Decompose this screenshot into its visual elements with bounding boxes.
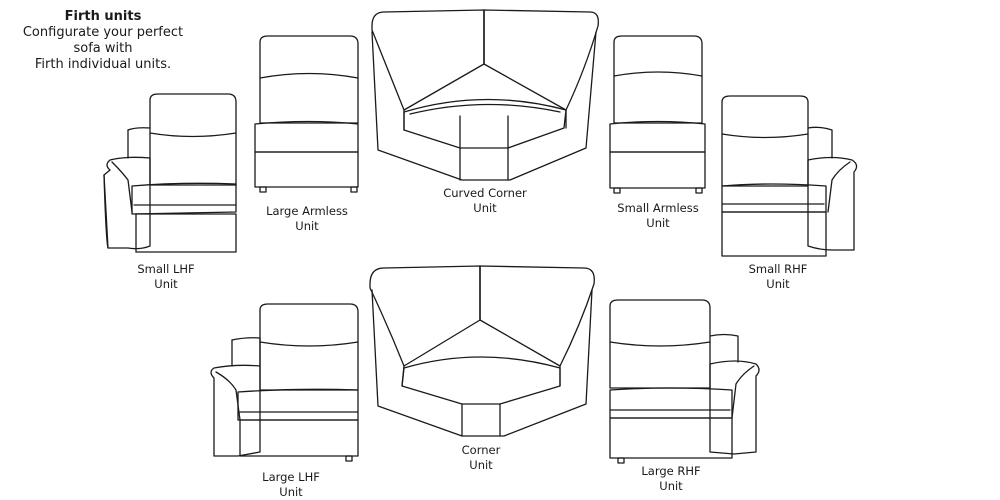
label-small-rhf-line1: Small RHF: [748, 262, 808, 276]
unit-large-rhf[interactable]: Large RHF Unit: [0, 0, 760, 493]
label-small-lhf-line2: Unit: [154, 277, 178, 291]
label-small-armless-line1: Small Armless: [617, 201, 699, 215]
label-large-armless-line1: Large Armless: [266, 204, 348, 218]
label-large-armless-line2: Unit: [295, 219, 319, 233]
label-small-lhf: Small LHF Unit: [118, 262, 214, 292]
label-large-rhf-line1: Large RHF: [641, 464, 701, 478]
unit-small-lhf[interactable]: Small LHF Unit: [0, 0, 237, 291]
intro-line-1: Configurate your perfect: [22, 25, 184, 40]
label-corner: Corner Unit: [436, 443, 526, 473]
label-small-lhf-line1: Small LHF: [137, 262, 195, 276]
label-curved-corner-line1: Curved Corner: [443, 186, 527, 200]
label-large-lhf-line2: Unit: [279, 485, 303, 499]
label-small-rhf-line2: Unit: [766, 277, 790, 291]
label-corner-line1: Corner: [461, 443, 501, 457]
unit-corner[interactable]: Corner Unit: [0, 0, 595, 472]
unit-small-rhf[interactable]: Small RHF Unit: [0, 0, 858, 291]
label-curved-corner-line2: Unit: [473, 201, 497, 215]
unit-small-armless[interactable]: Small Armless Unit: [0, 0, 706, 230]
unit-curved-corner[interactable]: Curved Corner Unit: [0, 0, 599, 215]
label-large-armless: Large Armless Unit: [258, 204, 356, 234]
label-large-lhf-line1: Large LHF: [262, 470, 320, 484]
label-curved-corner: Curved Corner Unit: [430, 186, 540, 216]
label-large-rhf: Large RHF Unit: [622, 464, 720, 494]
page-title: Firth units: [64, 9, 142, 24]
intro-line-3: Firth individual units.: [34, 57, 172, 72]
unit-large-armless[interactable]: Large Armless Unit: [0, 0, 359, 233]
unit-large-lhf[interactable]: Large LHF Unit: [0, 0, 359, 499]
intro-text: Firth units Configurate your perfect sof…: [8, 9, 198, 73]
label-large-lhf: Large LHF Unit: [242, 470, 340, 500]
label-corner-line2: Unit: [469, 458, 493, 472]
label-small-rhf: Small RHF Unit: [730, 262, 826, 292]
label-small-armless: Small Armless Unit: [608, 201, 708, 231]
intro-line-2: sofa with: [73, 41, 133, 56]
label-large-rhf-line2: Unit: [659, 479, 683, 493]
label-small-armless-line2: Unit: [646, 216, 670, 230]
